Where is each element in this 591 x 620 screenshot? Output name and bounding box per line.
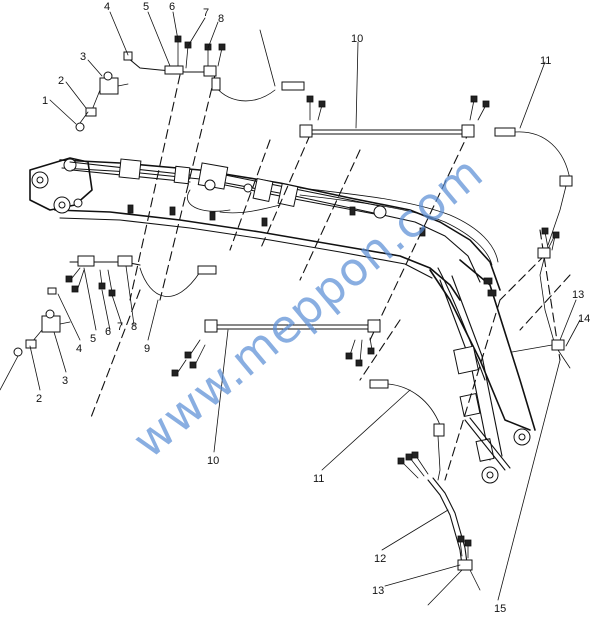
callout-10-top: 10 (351, 33, 363, 45)
tee-block-icon (164, 65, 184, 75)
lower-left-line-group (0, 255, 217, 391)
callout-2: 2 (58, 75, 64, 87)
callout-14: 14 (578, 313, 590, 325)
callout-7: 7 (203, 7, 209, 19)
callout-8: 8 (218, 13, 224, 25)
callout-9: 9 (144, 343, 150, 355)
boom-cylinder-head-icon (118, 158, 142, 180)
valve-block-icon (99, 77, 119, 95)
upper-left-line-group (75, 29, 305, 132)
boom-pin-icon (63, 158, 77, 172)
callout-3-lower: 3 (62, 375, 68, 387)
upper-center-pipes (299, 95, 573, 346)
callout-12: 12 (374, 553, 386, 565)
callout-4: 4 (104, 1, 110, 13)
callout-6: 6 (169, 1, 175, 13)
middle-pipes (171, 319, 445, 481)
fitting-icon (123, 51, 133, 61)
callout-11-lower: 11 (313, 473, 324, 485)
callout-10-lower: 10 (207, 455, 219, 467)
callout-6-lower: 6 (105, 326, 111, 338)
callout-11-top: 11 (540, 55, 551, 67)
callout-13-right: 13 (572, 289, 584, 301)
clamp-icon (457, 559, 473, 571)
callout-2-lower: 2 (36, 393, 42, 405)
hose-fitting-icon (281, 81, 305, 91)
callout-5: 5 (143, 1, 149, 13)
callout-7-lower: 7 (117, 321, 123, 333)
valve-block-lower-icon (41, 315, 61, 333)
boom-assembly (29, 157, 501, 301)
callout-15: 15 (494, 603, 506, 615)
callout-8-lower: 8 (131, 321, 137, 333)
arm-assembly (429, 259, 536, 484)
callout-5-lower: 5 (90, 333, 96, 345)
callout-13-lower: 13 (372, 585, 384, 597)
bottom-line-group (397, 339, 571, 591)
callout-3: 3 (80, 51, 86, 63)
clamp-block-icon (77, 255, 95, 267)
callout-leaders (29, 11, 581, 606)
callout-4-lower: 4 (76, 343, 82, 355)
bucket-cylinder-head-icon (453, 345, 479, 375)
callout-labels: 4 5 6 7 8 3 2 1 10 11 5 6 7 8 9 4 3 2 10… (36, 1, 590, 615)
callout-1: 1 (42, 95, 48, 107)
